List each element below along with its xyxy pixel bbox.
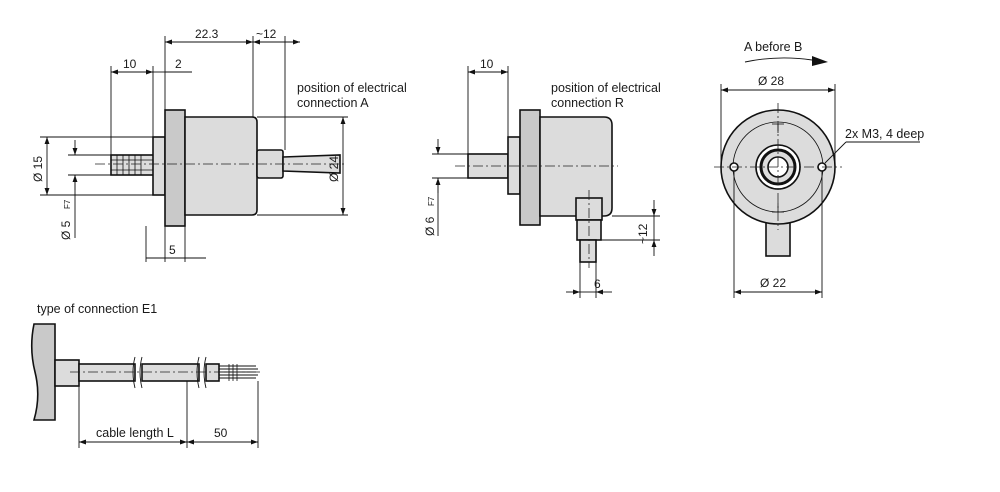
- end-view-encoder: [714, 56, 842, 257]
- dim-10-side: 10: [480, 57, 494, 71]
- dim-d5-tolerance: F7: [63, 199, 72, 209]
- label-connection-r-line2: connection R: [551, 96, 624, 110]
- rotation-arrow-icon: [812, 56, 828, 66]
- e1-cable-segment-1: [78, 363, 136, 382]
- dim-5: 5: [169, 243, 176, 257]
- e1-housing-fragment: [30, 323, 56, 421]
- dim-50: 50: [214, 426, 228, 440]
- e1-cable-segment-3: [205, 363, 220, 382]
- dim-22-3: 22.3: [195, 27, 219, 41]
- side-view-dimensions: [432, 66, 660, 298]
- front-view-encoder: [95, 109, 345, 227]
- label-connection-a-line1: position of electrical: [297, 81, 407, 95]
- dim-d6-tolerance: F7: [427, 196, 436, 206]
- dim-6: 6: [594, 277, 601, 291]
- label-mounting-holes: 2x M3, 4 deep: [845, 127, 924, 141]
- side-cable: [579, 239, 597, 263]
- e1-cable-segment-2: [141, 363, 200, 382]
- connection-e1-detail: [30, 323, 262, 421]
- dim-d15: Ø 15: [31, 156, 45, 182]
- shaft-knurl: [116, 155, 142, 175]
- dim-approx-12-side: ~12: [636, 223, 650, 244]
- e1-connector: [54, 359, 80, 387]
- front-flange: [164, 109, 186, 227]
- dim-d28: Ø 28: [758, 74, 784, 88]
- front-view-dimensions: [40, 36, 348, 262]
- side-housing: [539, 116, 613, 217]
- side-flange: [519, 109, 541, 226]
- label-connection-r-line1: position of electrical: [551, 81, 661, 95]
- label-connection-e1: type of connection E1: [37, 302, 157, 316]
- label-connection-a-line2: connection A: [297, 96, 369, 110]
- dim-d22: Ø 22: [760, 276, 786, 290]
- e1-wire-ends: [219, 364, 258, 381]
- front-shaft: [110, 154, 156, 176]
- side-view-encoder: [455, 109, 618, 268]
- dim-d6: Ø 6: [423, 216, 437, 236]
- dim-d24: Ø 24: [327, 156, 341, 182]
- dim-2: 2: [175, 57, 182, 71]
- label-a-before-b: A before B: [744, 40, 802, 54]
- dim-cable-length: cable length L: [96, 426, 174, 440]
- connection-e1-dimensions: [78, 381, 259, 448]
- side-hub: [507, 136, 521, 195]
- dim-d5: Ø 5: [59, 220, 73, 240]
- front-housing: [184, 116, 258, 216]
- end-view-dimensions: [720, 84, 920, 298]
- front-hub: [152, 136, 166, 196]
- dim-approx-12-front: ~12: [256, 27, 277, 41]
- dim-10-front: 10: [123, 57, 137, 71]
